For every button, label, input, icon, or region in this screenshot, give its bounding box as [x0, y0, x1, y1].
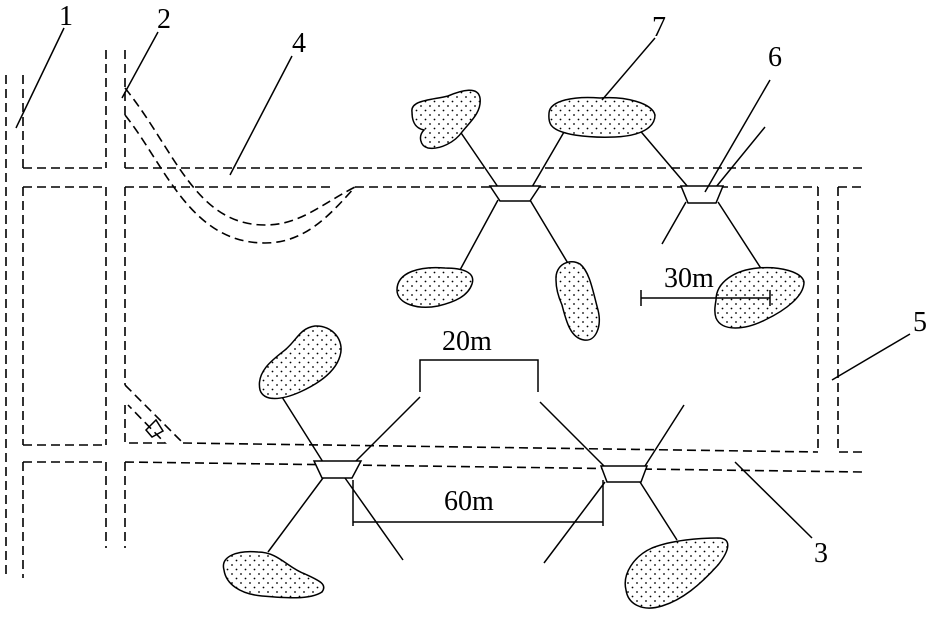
ore-body-d — [555, 260, 600, 341]
ore-body-c — [396, 266, 474, 308]
label-6: 6 — [768, 42, 782, 73]
leader-2 — [121, 31, 159, 99]
ore-body-f — [258, 325, 342, 400]
drill-site-lower-left — [267, 396, 421, 561]
label-2: 2 — [157, 4, 171, 35]
roadway-3-top — [23, 442, 819, 453]
drill-site-lower-right — [539, 401, 685, 564]
drill-pad-lower-left — [312, 460, 363, 479]
roadway-3-bottom — [23, 461, 863, 473]
label-3: 3 — [814, 538, 828, 569]
dimension-label-60m: 60m — [444, 486, 494, 517]
dimension-label-20m: 20m — [442, 326, 492, 357]
drill-pad-upper-left — [488, 185, 542, 202]
roadway-network — [5, 50, 863, 578]
ore-body-b — [548, 96, 656, 138]
label-7: 7 — [652, 12, 666, 43]
marker-symbol — [144, 418, 165, 438]
leader-5 — [831, 333, 911, 381]
dimension-30m: 30m — [640, 263, 771, 306]
leader-6 — [704, 79, 771, 193]
ore-body-g — [222, 550, 325, 599]
dimension-20m: 20m — [419, 326, 539, 392]
diagonal-connection-outer — [124, 384, 184, 444]
ore-body-a — [411, 89, 481, 150]
drill-pad-upper-right — [679, 185, 725, 204]
label-1: 1 — [59, 1, 73, 32]
drill-site-upper-left — [456, 119, 573, 271]
dimension-60m: 60m — [352, 480, 604, 526]
label-5: 5 — [913, 307, 927, 338]
leader-3 — [734, 461, 813, 539]
leader-1 — [15, 27, 65, 129]
ore-body-h — [624, 537, 729, 609]
drill-pad-lower-right — [599, 465, 649, 483]
diagonal-connection-inner — [124, 404, 167, 444]
dimension-label-30m: 30m — [664, 263, 714, 294]
roadway-5-right — [837, 186, 862, 453]
callout-labels: 1 2 4 7 6 5 3 — [59, 1, 927, 569]
roadway-2-curve-inner — [124, 114, 356, 244]
label-4: 4 — [292, 28, 306, 59]
leader-7 — [601, 37, 656, 101]
roadway-2-curve-outer — [124, 87, 356, 226]
drill-site-upper-right — [636, 126, 766, 271]
leader-lines — [15, 27, 911, 539]
leader-4 — [229, 55, 293, 176]
